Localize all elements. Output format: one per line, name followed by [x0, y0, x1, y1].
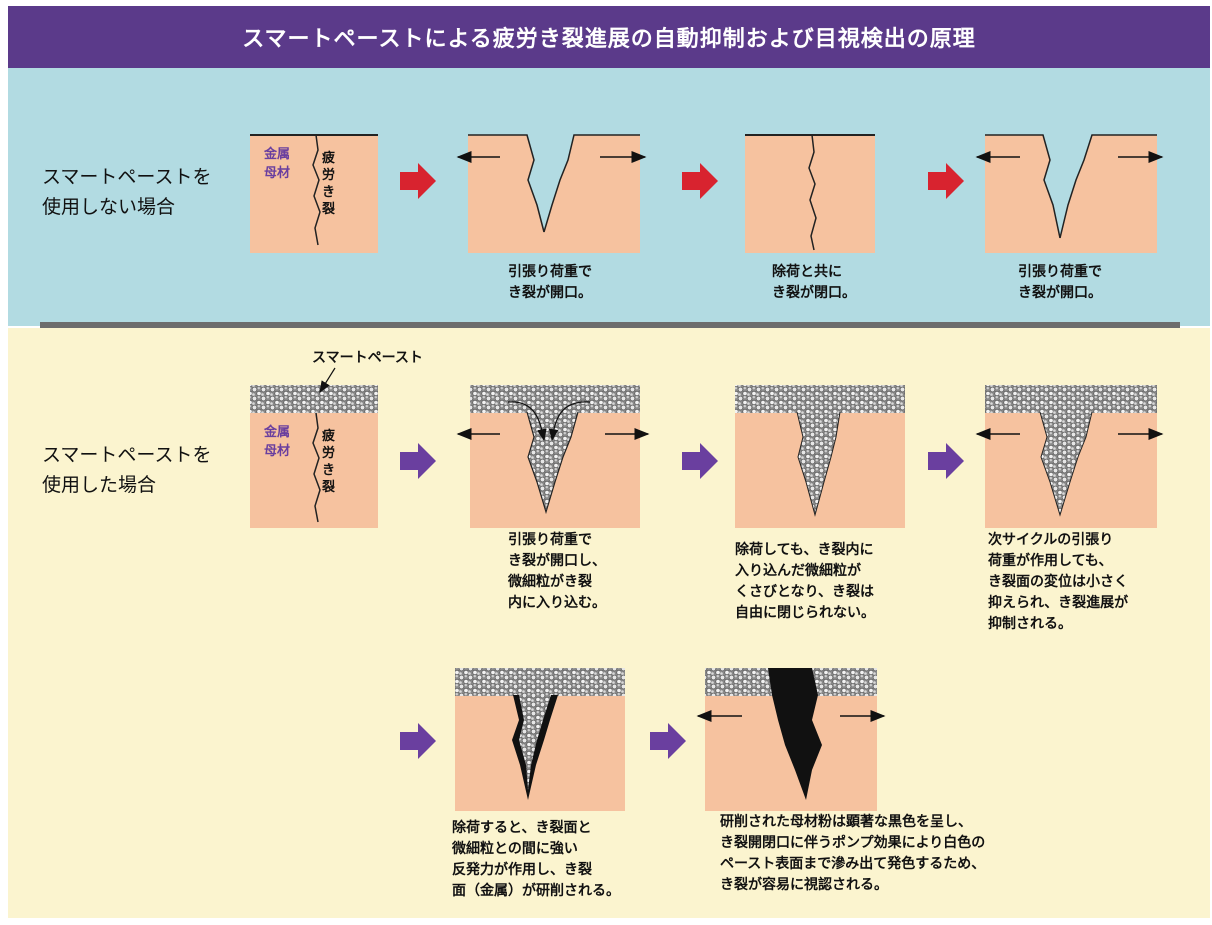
- without-paste-label: スマートペーストを 使用しない場合: [42, 166, 212, 218]
- bottom-caption-1: 除荷すると、き裂面と 微細粒との間に強い 反発力が作用し、き裂 面（金属）が研削…: [452, 820, 620, 899]
- bottom-block-1: [455, 668, 625, 811]
- metal-label-mid: 金属 母材: [264, 425, 291, 459]
- top-block-1: [250, 134, 378, 253]
- purple-arrow-4: [400, 723, 436, 759]
- mid-caption-2: 除荷しても、き裂内に 入り込んだ微細粒が くさびとなり、き裂は 自由に閉じられな…: [735, 542, 875, 621]
- mid-block-1: [250, 367, 378, 528]
- red-arrow-1: [400, 163, 436, 199]
- purple-arrow-3: [928, 443, 964, 479]
- mid-block-2: [456, 385, 650, 528]
- purple-arrow-1: [400, 443, 436, 479]
- purple-arrow-2: [682, 443, 718, 479]
- mid-block-3: [735, 385, 905, 528]
- mid-block-4: [975, 385, 1164, 528]
- top-block-3: [745, 134, 875, 253]
- top-caption-3: 引張り荷重で き裂が開口。: [1018, 264, 1102, 301]
- mid-caption-3: 次サイクルの引張り 荷重が作用しても、 き裂面の変位は小さく 抑えられ、き裂進展…: [988, 532, 1129, 632]
- top-caption-1: 引張り荷重で き裂が開口。: [508, 264, 592, 301]
- paste-callout: スマートペースト: [312, 350, 423, 366]
- with-paste-label: スマートペーストを 使用した場合: [42, 444, 212, 496]
- metal-label-top: 金属 母材: [264, 147, 291, 181]
- crack-label-top: 疲労き裂: [322, 151, 336, 217]
- red-arrow-3: [928, 163, 964, 199]
- diagram-title: スマートペーストによる疲労き裂進展の自動抑制および目視検出の原理: [8, 6, 1210, 68]
- mid-caption-1: 引張り荷重で き裂が開口し、 微細粒がき裂 内に入り込む。: [508, 532, 606, 611]
- red-arrow-2: [682, 163, 718, 199]
- top-block-2: [456, 134, 647, 253]
- top-caption-2: 除荷と共に き裂が閉口。: [772, 264, 856, 301]
- section-divider: [40, 322, 1180, 328]
- crack-label-mid: 疲労き裂: [322, 429, 336, 495]
- bottom-caption-2: 研削された母材粉は顕著な黒色を呈し、 き裂開閉口に伴うポンプ効果により白色の ペ…: [720, 814, 986, 893]
- purple-arrow-5: [650, 723, 686, 759]
- top-block-4: [975, 134, 1164, 253]
- bottom-block-2: [696, 668, 886, 811]
